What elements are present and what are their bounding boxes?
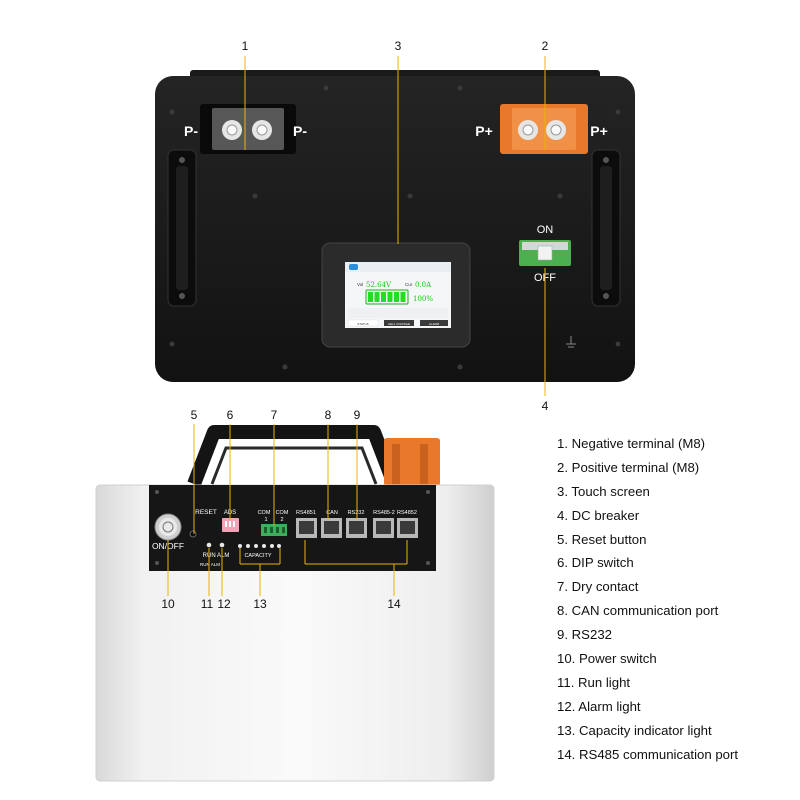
callout-6: 6 — [227, 408, 234, 422]
ground-symbol-icon — [566, 336, 576, 348]
alarm-light — [219, 542, 225, 548]
rs4852a-label: RS485-2 — [373, 510, 395, 516]
legend-item-7: 7. Dry contact — [557, 579, 639, 595]
dry-contact-connector[interactable] — [261, 524, 287, 536]
capacity-label: CAPACITY — [244, 553, 271, 559]
screen-vol-value: 52.64V — [366, 281, 392, 289]
cloud-icon — [349, 264, 358, 270]
callout-13: 13 — [253, 597, 267, 611]
legend-item-3: 3. Touch screen — [557, 483, 650, 499]
pos-terminal-label-right: P+ — [590, 123, 608, 139]
legend-item-12: 12. Alarm light — [557, 698, 641, 714]
legend-item-11: 11. Run light — [557, 674, 631, 690]
panel-screws — [169, 85, 621, 370]
callout-3: 3 — [395, 39, 402, 53]
callout-numbers: 1 2 3 4 5 6 7 8 9 10 11 12 13 14 — [161, 39, 548, 611]
callout-8: 8 — [325, 408, 332, 422]
top-view: P- P- P+ P+ Vol 52.64V Cur 0.0A — [155, 70, 635, 382]
callout-10: 10 — [161, 597, 175, 611]
com2-label: COM — [276, 510, 289, 516]
right-handle — [591, 149, 621, 307]
capacity-lights — [238, 544, 281, 548]
legend-item-10: 10. Power switch — [557, 651, 657, 667]
power-switch[interactable] — [154, 513, 182, 541]
positive-terminal — [500, 104, 588, 154]
screen-cur-value: 0.0A — [415, 281, 432, 289]
rs4851-label: RS4851 — [296, 510, 316, 516]
can-port[interactable] — [321, 518, 342, 538]
neg-terminal-label-left: P- — [184, 123, 198, 139]
screen-soc: 100% — [413, 295, 433, 303]
callout-11: 11 — [201, 597, 214, 611]
legend-item-4: 4. DC breaker — [557, 507, 640, 523]
run-alm-label: RUN ALM — [203, 553, 230, 559]
screen-cur-label: Cur — [405, 282, 413, 287]
legend-item-8: 8. CAN communication port — [557, 603, 719, 619]
callout-12: 12 — [217, 597, 231, 611]
left-handle — [167, 149, 197, 307]
rs4852b-label: RS4852 — [397, 510, 417, 516]
legend-item-1: 1. Negative terminal (M8) — [557, 436, 706, 451]
legend: 1. Negative terminal (M8) 2. Positive te… — [557, 432, 797, 766]
screen-tab-status[interactable]: STATUS — [357, 322, 368, 326]
rs4852b-port[interactable] — [397, 518, 418, 538]
com2-number: 2 — [280, 517, 283, 523]
callout-9: 9 — [354, 408, 361, 422]
negative-terminal — [200, 104, 296, 154]
legend-item-6: 6. DIP switch — [557, 555, 634, 571]
com1-number: 1 — [264, 517, 267, 523]
neg-terminal-label-right: P- — [293, 123, 307, 139]
front-pos-terminal — [384, 438, 440, 486]
rs232-label: RS232 — [348, 510, 365, 516]
callout-2: 2 — [542, 39, 549, 53]
rs4852a-port[interactable] — [373, 518, 394, 538]
pos-terminal-label-left: P+ — [475, 123, 493, 139]
com1-label: COM — [258, 510, 271, 516]
screen-tab-cell-voltage[interactable]: CELL VOLTAGE — [388, 322, 410, 326]
legend-item-5: 5. Reset button — [557, 531, 647, 547]
rs4851-port[interactable] — [296, 518, 317, 538]
callout-lines — [167, 56, 546, 596]
dc-breaker[interactable] — [519, 240, 571, 266]
callout-5: 5 — [191, 408, 198, 422]
callout-7: 7 — [271, 408, 278, 422]
front-handle — [187, 425, 401, 487]
legend-item-14: 14. RS485 communication port — [557, 746, 739, 762]
screen-battery-bars — [365, 289, 409, 305]
run-alm-small-label: RUN ALM — [200, 562, 220, 567]
rs232-port[interactable] — [346, 518, 367, 538]
callout-1: 1 — [242, 39, 249, 53]
callout-4: 4 — [542, 399, 549, 413]
touch-screen[interactable]: Vol 52.64V Cur 0.0A 100% STATUS CELL VOL… — [321, 242, 471, 348]
callout-14: 14 — [387, 597, 401, 611]
run-light — [206, 542, 212, 548]
breaker-on-label: ON — [537, 224, 554, 236]
screen-vol-label: Vol — [357, 282, 363, 287]
can-label: CAN — [326, 510, 338, 516]
front-view: ON/OFF RESET ADS COM COM 1 2 RUN ALM RUN… — [95, 425, 495, 782]
legend-item-13: 13. Capacity indicator light — [557, 722, 712, 738]
legend-item-9: 9. RS232 — [557, 627, 612, 643]
reset-label: RESET — [195, 509, 217, 516]
legend-item-2: 2. Positive terminal (M8) — [557, 459, 700, 475]
screen-tab-alarm[interactable]: ALARM — [429, 322, 440, 326]
reset-button[interactable] — [189, 530, 197, 538]
